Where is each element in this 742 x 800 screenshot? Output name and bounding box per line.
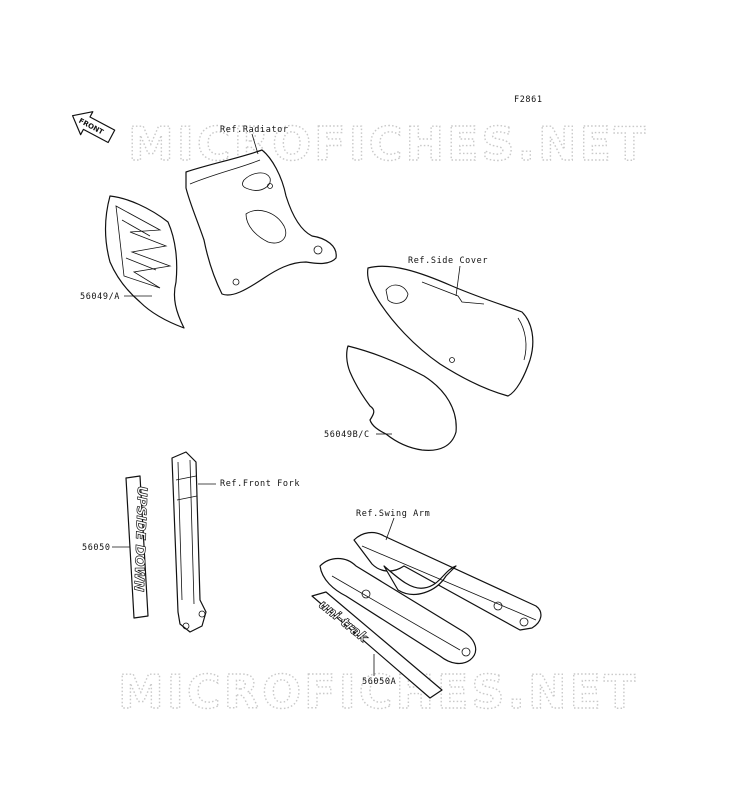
- leader-radiator: [251, 133, 259, 155]
- side-cover: [367, 265, 534, 397]
- part-56050a: 56050A: [362, 677, 396, 687]
- radiator-shroud: [185, 149, 337, 296]
- shroud-decal-56049a: [104, 195, 185, 329]
- leader-side-cover: [455, 265, 461, 297]
- callout-swing-arm: Ref.Swing Arm: [356, 509, 430, 519]
- swing-arm: [319, 531, 542, 665]
- side-cover-decal-56049bc: [346, 345, 457, 451]
- fork-decal-56050: UPSIDE DOWN: [125, 475, 149, 619]
- fork-decal-text: UPSIDE DOWN: [130, 486, 149, 592]
- callout-side-cover: Ref.Side Cover: [408, 256, 488, 266]
- part-56049a: 56049/A: [80, 292, 120, 302]
- watermark-bottom: MICROFICHES.NET: [118, 665, 638, 719]
- watermark-top: MICROFICHES.NET: [128, 117, 648, 171]
- leader-swing-arm: [385, 517, 395, 541]
- front-fork-guard: [171, 451, 207, 633]
- callout-front-fork: Ref.Front Fork: [220, 479, 300, 489]
- figure-code: F2861: [514, 95, 543, 105]
- front-arrow-icon: FRONT: [71, 111, 116, 144]
- part-56050: 56050: [82, 543, 111, 553]
- part-56049bc: 56049B/C: [324, 430, 370, 440]
- callout-radiator: Ref.Radiator: [220, 125, 289, 135]
